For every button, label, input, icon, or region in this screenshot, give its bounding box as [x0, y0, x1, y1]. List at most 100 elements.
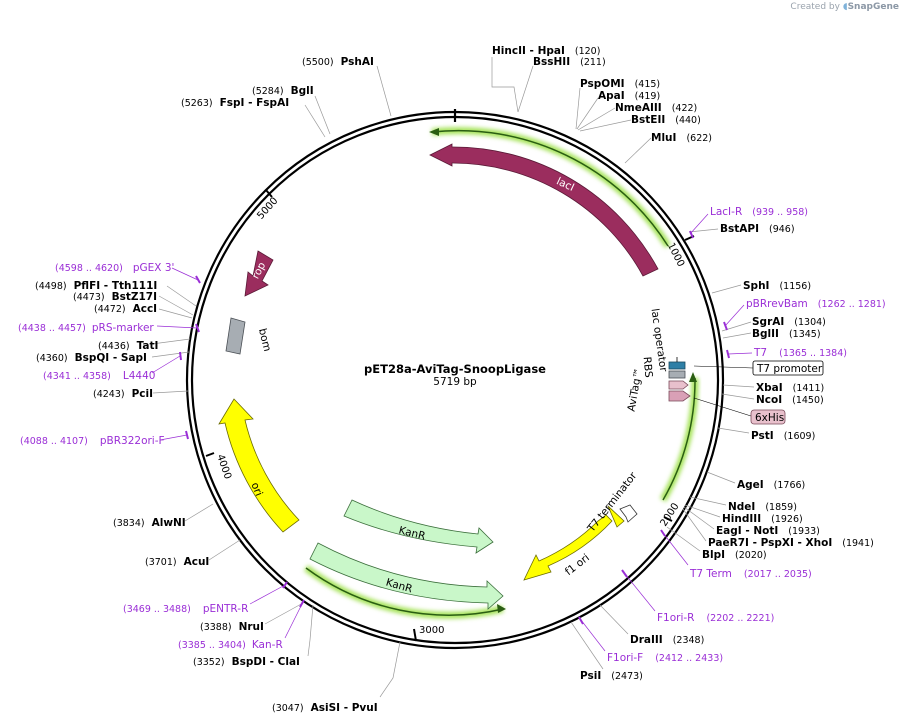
enzyme-leader-pcii — [152, 390, 189, 394]
feature-cluster: lac operator RBS AviTag™ — [626, 308, 691, 412]
feature-bom: bom — [225, 317, 273, 355]
primer-leader-pentrr — [249, 584, 286, 605]
bom-box — [225, 317, 246, 355]
enzyme-leader-blpi — [666, 526, 701, 552]
feature-kanr-1: KanR — [343, 499, 494, 554]
enzyme-leader-bsshii — [517, 65, 534, 113]
primer-mark-kanr — [299, 599, 305, 608]
primer-leader-pbrrevbam — [724, 304, 745, 327]
t7term-label: T7 terminator — [585, 470, 640, 536]
enzyme-label-bsteii: BstEII(440) — [631, 114, 701, 126]
primer-label-l4440: (4341 .. 4358)L4440 — [43, 370, 155, 382]
enzyme-label-bspqi: (4360)BspQI - SapI — [36, 352, 147, 364]
t7-promoter-box — [668, 361, 686, 370]
enzyme-leader-nrui — [264, 602, 304, 625]
enzyme-leader-hincii — [491, 57, 519, 113]
enzyme-label-blpi: BlpI(2020) — [702, 549, 767, 561]
t7prom-callout-line — [693, 365, 754, 369]
kanr-orf-line — [305, 567, 504, 616]
feature-kanr-2: KanR — [309, 542, 504, 610]
enzyme-leader-tati — [151, 338, 191, 345]
snoop-orf-arrowhead — [689, 372, 697, 382]
feature-rop: rop — [244, 250, 274, 297]
avitag-box — [668, 390, 691, 402]
t7prom-callout-label: T7 promoter — [756, 363, 823, 375]
kanr-arrow-2 — [309, 542, 504, 610]
enzyme-label-pshai: (5500)PshAI — [302, 56, 374, 68]
enzyme-label-hindiii: HindIII(1926) — [722, 513, 803, 525]
feature-t7term: T7 terminator — [585, 470, 640, 536]
enzyme-leader-psii — [570, 621, 604, 670]
primer-label-f1orif: F1ori-F(2412 .. 2433) — [607, 652, 723, 664]
t7prom-callout-box — [752, 360, 824, 376]
primer-leader-kanr — [284, 603, 303, 639]
primer-label-pbr322orif: (4088 .. 4107)pBR322ori-F — [20, 435, 165, 447]
lacI-orf-line — [431, 129, 669, 247]
enzyme-leader-sphi — [711, 284, 742, 294]
enzyme-label-nrui: (3388)NruI — [200, 621, 264, 633]
enzyme-label-acui: (3701)AcuI — [145, 556, 209, 568]
lacI-arrow — [429, 143, 659, 277]
enzyme-leader-ndei — [689, 496, 727, 506]
enzyme-label-ndei: NdeI(1859) — [728, 501, 797, 513]
enzyme-label-sphi: SphI(1156) — [743, 280, 811, 292]
plasmid-name: pET28a-AviTag-SnoopLigase — [364, 362, 546, 376]
enzyme-leader-pspomi — [575, 87, 581, 130]
primer-mark-l4440 — [179, 351, 182, 361]
avitag-label: AviTag™ — [626, 367, 645, 412]
primer-mark-prsmarker — [195, 323, 200, 333]
ori-arrow — [218, 398, 300, 533]
enzyme-label-draiii: DraIII(2348) — [630, 634, 704, 646]
enzyme-label-psti: PstI(1609) — [751, 430, 815, 442]
primer-mark-lacir — [689, 230, 694, 239]
enzyme-leader-bsteii — [579, 119, 632, 132]
enzyme-label-acci: (4472)AccI — [94, 303, 157, 315]
enzyme-leader-bgli — [314, 95, 331, 135]
enzyme-leader-apai — [576, 97, 599, 130]
enzyme-leader-acui — [208, 539, 241, 561]
primer-label-t7term: T7 Term(2017 .. 2035) — [689, 568, 812, 580]
rbs-box — [668, 380, 689, 390]
primer-labels: LacI-R(939 .. 958) pBRrevBam(1262 .. 128… — [18, 206, 886, 664]
his-callout-label: 6xHis — [755, 412, 784, 424]
enzyme-leader-bstapi — [688, 228, 719, 233]
orf-highlights — [303, 127, 699, 619]
enzyme-label-agei: AgeI(1766) — [737, 479, 805, 491]
feature-lacI: lacI — [429, 143, 659, 277]
primer-leader-prsmarker — [156, 325, 198, 329]
feature-ori: ori — [218, 398, 300, 533]
enzyme-label-mlui: MluI(622) — [651, 132, 712, 144]
enzyme-leader-alwni — [184, 503, 214, 522]
primer-label-pentrr: (3469 .. 3488)pENTR-R — [123, 603, 248, 615]
enzyme-label-tati: (4436)TatI — [98, 340, 158, 352]
primer-label-t7: T7(1365 .. 1384) — [753, 347, 847, 359]
enzyme-leader-paer7i — [682, 508, 707, 542]
f1ori-arrow-tail — [607, 505, 625, 528]
primer-label-lacir: LacI-R(939 .. 958) — [710, 206, 808, 218]
enzyme-label-alwni: (3834)AlwNI — [113, 517, 186, 529]
feature-f1ori: f1 ori — [523, 505, 625, 581]
his-callout-box — [750, 409, 786, 425]
enzyme-label-bspdi: (3352)BspDI - ClaI — [193, 656, 300, 668]
enzyme-leader-pflfi — [166, 285, 197, 307]
enzyme-label-paer7i: PaeR7I - PspXI - XhoI(1941) — [708, 537, 874, 549]
primer-leader-pbr322orif — [159, 434, 188, 441]
plasmid-size: 5719 bp — [433, 376, 477, 388]
credit-prefix: Created by — [790, 2, 840, 12]
enzyme-labels: HincII - HpaI(120) BssHII(211) PspOMI(41… — [35, 45, 874, 714]
primer-label-pgex3: (4598 .. 4620)pGEX 3' — [55, 262, 174, 274]
rbs-label: RBS — [641, 356, 655, 378]
primer-label-kanr: (3385 .. 3404)Kan-R — [178, 639, 283, 651]
enzyme-leader-agei — [706, 471, 736, 484]
tick-5000 — [265, 189, 273, 198]
enzyme-label-apai: ApaI(419) — [598, 90, 660, 102]
his-callout-line — [693, 397, 752, 417]
enzyme-leader-acci — [158, 308, 193, 319]
enzyme-leader-bspqi — [151, 351, 190, 358]
primer-leader-pgex3 — [171, 267, 199, 281]
primer-leader-t7 — [727, 352, 753, 355]
enzyme-label-sgrai: SgrAI(1304) — [752, 316, 826, 328]
enzyme-leader-eagi — [683, 506, 715, 530]
primer-mark-pbrrevbam — [723, 321, 728, 331]
